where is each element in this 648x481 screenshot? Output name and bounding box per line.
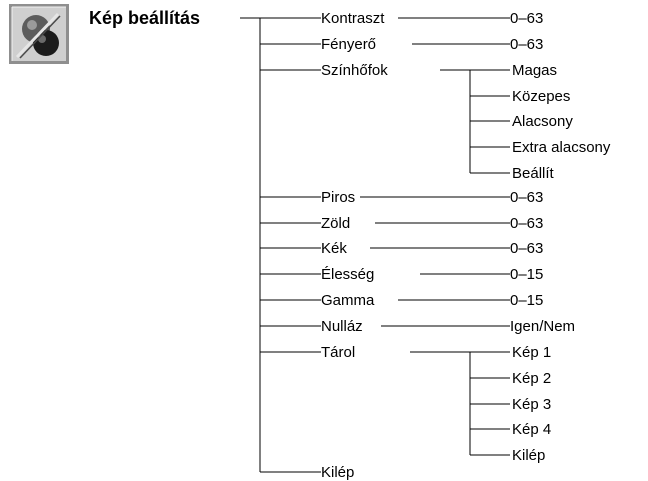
menu-item-nullaz: Nulláz xyxy=(321,318,363,335)
tarol-option: Kép 4 xyxy=(512,421,551,438)
page-title: Kép beállítás xyxy=(89,8,200,28)
menu-item-kontraszt: Kontraszt xyxy=(321,10,385,27)
menu-item-piros: Piros xyxy=(321,189,355,206)
menu-item-elesseg: Élesség xyxy=(321,266,374,283)
value-nullaz: Igen/Nem xyxy=(510,318,575,335)
value-zold: 0–63 xyxy=(510,215,543,232)
value-piros: 0–63 xyxy=(510,189,543,206)
szinhofok-option: Alacsony xyxy=(512,113,573,130)
value-elesseg: 0–15 xyxy=(510,266,543,283)
menu-item-gamma: Gamma xyxy=(321,292,375,309)
szinhofok-option: Magas xyxy=(512,62,557,79)
menu-item-kilep: Kilép xyxy=(321,464,354,481)
menu-item-tarol: Tárol xyxy=(321,344,355,361)
menu-item-szinhofok: Színhőfok xyxy=(321,62,388,79)
tarol-option: Kép 3 xyxy=(512,396,551,413)
value-kontraszt: 0–63 xyxy=(510,10,543,27)
value-kek: 0–63 xyxy=(510,240,543,257)
value-fenyero: 0–63 xyxy=(510,36,543,53)
menu-item-zold: Zöld xyxy=(321,215,350,232)
szinhofok-option: Extra alacsony xyxy=(512,139,611,156)
tarol-option: Kép 2 xyxy=(512,370,551,387)
szinhofok-option: Közepes xyxy=(512,88,570,105)
tarol-option: Kilép xyxy=(512,447,545,464)
szinhofok-option: Beállít xyxy=(512,165,555,182)
value-gamma: 0–15 xyxy=(510,292,543,309)
picture-settings-icon xyxy=(9,4,69,64)
menu-item-fenyero: Fényerő xyxy=(321,36,376,53)
tarol-option: Kép 1 xyxy=(512,344,551,361)
tree-connectors xyxy=(240,17,510,473)
menu-item-kek: Kék xyxy=(321,240,347,257)
